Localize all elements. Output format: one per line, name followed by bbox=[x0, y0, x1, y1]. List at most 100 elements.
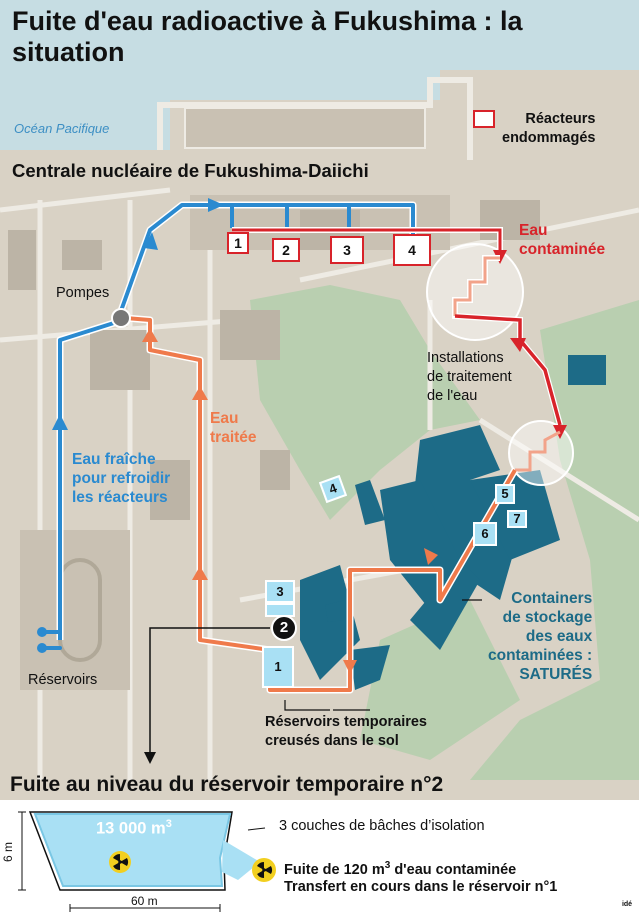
label-line: traitée bbox=[210, 429, 257, 446]
reservoir-dot bbox=[37, 643, 47, 653]
leak-amount-exponent: 3 bbox=[384, 860, 391, 871]
contaminated-water-label: Eau contaminée bbox=[519, 221, 605, 259]
containers-label: Containers de stockage des eaux contamin… bbox=[488, 589, 592, 684]
temporary-reservoir-3: 3 bbox=[265, 580, 295, 603]
container-5: 5 bbox=[495, 484, 515, 504]
container-block bbox=[300, 565, 360, 680]
width-label: 60 m bbox=[131, 894, 158, 908]
credit-logo: idé bbox=[618, 896, 636, 914]
treatment-zone-1 bbox=[426, 243, 524, 341]
building bbox=[220, 310, 280, 360]
label-line: les réacteurs bbox=[72, 489, 168, 506]
reactor-3: 3 bbox=[330, 236, 364, 264]
treated-water-label: Eau traitée bbox=[210, 409, 257, 447]
depth-label: 6 m bbox=[1, 841, 15, 862]
container-block bbox=[350, 645, 390, 690]
leak-amount-text: d'eau contaminée bbox=[390, 861, 517, 878]
fresh-water-line bbox=[40, 203, 415, 650]
contaminated-water-line-faded bbox=[515, 430, 561, 472]
volume-exponent: 3 bbox=[165, 818, 172, 830]
contaminated-water-line-faded bbox=[453, 256, 500, 316]
label-line: Eau bbox=[210, 410, 239, 427]
building bbox=[90, 330, 150, 390]
container-6: 6 bbox=[473, 522, 497, 546]
reservoir-dot bbox=[37, 627, 47, 637]
label-line: creusés dans le sol bbox=[265, 733, 399, 749]
leak-flow bbox=[222, 840, 260, 880]
building bbox=[260, 450, 290, 490]
arrow-right-icon bbox=[208, 198, 224, 212]
label-line: Containers bbox=[511, 590, 593, 607]
radiation-icon bbox=[252, 858, 276, 882]
arrow-down-icon bbox=[424, 548, 438, 565]
arrow-down-icon bbox=[343, 660, 357, 674]
page-title: Fuite d'eau radioactive à Fukushima : la… bbox=[12, 6, 523, 67]
pumps-label: Pompes bbox=[56, 285, 110, 301]
container-7: 7 bbox=[507, 510, 527, 528]
container-block bbox=[325, 600, 345, 622]
reservoir-water bbox=[33, 813, 232, 887]
label-line: contaminées : bbox=[488, 647, 593, 664]
arrow-up-icon bbox=[52, 414, 68, 430]
building bbox=[150, 460, 190, 520]
legend-line: Réacteurs bbox=[525, 111, 596, 127]
plant-title: Centrale nucléaire de Fukushima-Daiichi bbox=[12, 160, 369, 181]
temporary-reservoirs-label: Réservoirs temporaires creusés dans le s… bbox=[265, 713, 427, 751]
container-block bbox=[355, 480, 385, 525]
building bbox=[62, 240, 102, 270]
legend-line: endommagés bbox=[502, 130, 596, 146]
temporary-reservoir-1: 1 bbox=[262, 646, 294, 688]
arrow-down-icon bbox=[144, 752, 156, 764]
label-line: contaminée bbox=[519, 241, 606, 258]
building bbox=[480, 200, 540, 240]
radiation-icon bbox=[109, 851, 131, 873]
reservoir-volume: 13 000 m3 bbox=[96, 818, 172, 839]
reactor-1: 1 bbox=[227, 232, 249, 254]
label-line: de stockage bbox=[502, 609, 593, 626]
pump-icon bbox=[111, 308, 131, 328]
container-block bbox=[410, 560, 480, 650]
label-line: des eaux bbox=[525, 628, 593, 645]
depth-dimension bbox=[18, 811, 26, 891]
arrow-up-icon bbox=[192, 386, 208, 400]
vegetation-area-1 bbox=[250, 285, 480, 520]
arrow-up-icon bbox=[142, 328, 158, 342]
leak-amount-text: Fuite de 120 m bbox=[284, 861, 385, 878]
liner-label: 3 couches de bâches d’isolation bbox=[279, 818, 485, 834]
transfer-label: Transfert en cours dans le réservoir n°1 bbox=[284, 879, 558, 895]
legend-swatch bbox=[473, 110, 495, 128]
label-line: SATURÉS bbox=[519, 666, 593, 683]
label-line: Eau bbox=[519, 222, 548, 239]
leak-amount: Fuite de 120 m3 d'eau contaminée bbox=[284, 857, 516, 879]
building bbox=[8, 230, 36, 290]
label-line: de traitement bbox=[427, 369, 512, 385]
arrow-up-icon bbox=[144, 232, 158, 250]
label-line: Eau fraîche bbox=[72, 451, 156, 468]
fresh-water-label: Eau fraîche pour refroidir les réacteurs bbox=[72, 450, 170, 507]
width-dimension bbox=[69, 904, 221, 912]
label-line: Installations bbox=[427, 350, 504, 366]
harbour-outline bbox=[157, 77, 473, 160]
arrow-up-icon bbox=[192, 566, 208, 580]
label-line: Réservoirs temporaires bbox=[265, 714, 427, 730]
sports-ground bbox=[20, 530, 130, 690]
contaminated-water-line bbox=[232, 228, 502, 255]
treatment-label: Installations de traitement de l'eau bbox=[427, 349, 512, 406]
label-line: pour refroidir bbox=[72, 470, 171, 487]
leak-section-title: Fuite au niveau du réservoir temporaire … bbox=[10, 773, 444, 796]
label-tick bbox=[247, 827, 266, 831]
ocean-label: Océan Pacifique bbox=[14, 121, 110, 136]
arrow-down-icon bbox=[510, 338, 526, 352]
reactor-4: 4 bbox=[393, 234, 431, 266]
volume-value: 13 000 m bbox=[96, 819, 166, 838]
vegetation-area-3 bbox=[360, 600, 520, 760]
turbine-building bbox=[184, 107, 426, 149]
legend-label: Réacteurs endommagés bbox=[502, 110, 595, 148]
reactor-2: 2 bbox=[272, 238, 300, 262]
container-block bbox=[568, 355, 606, 385]
vegetation-area-2 bbox=[470, 300, 639, 780]
reservoirs-label: Réservoirs bbox=[28, 672, 98, 688]
label-tick bbox=[284, 700, 330, 711]
